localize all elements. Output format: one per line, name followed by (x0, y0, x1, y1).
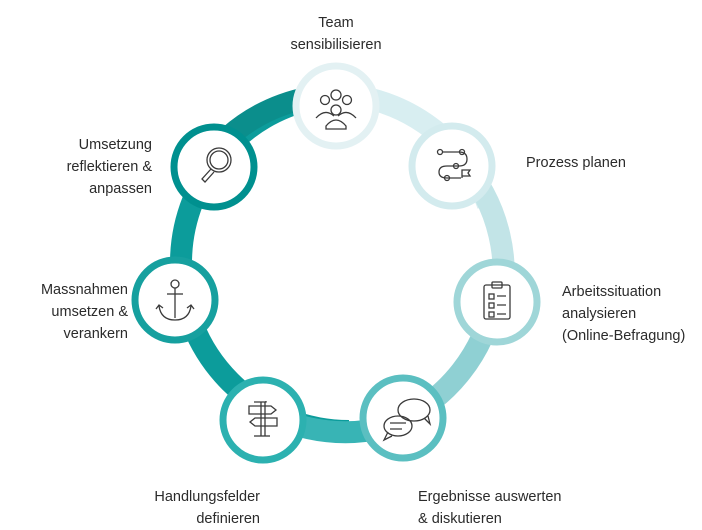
step-node-ergebnisse (359, 374, 447, 462)
magnifier-icon (201, 147, 232, 183)
signpost-icon (248, 401, 278, 437)
step-label-ergebnisse: Ergebnisse auswerten & diskutieren (418, 489, 562, 527)
step-label-handlungsfelder: Handlungsfelder definieren (154, 489, 260, 527)
step-label-arbeitssituation: Arbeitssituation analysieren (Online-Bef… (562, 284, 686, 344)
team-icon (315, 89, 357, 130)
step-node-handlungsfelder (219, 376, 307, 464)
step-label-team: Team sensibilisieren (290, 15, 382, 53)
step-label-massnahmen: Massnahmen umsetzen & verankern (40, 282, 128, 342)
anchor-icon (155, 279, 195, 321)
speech-bubbles-icon (382, 398, 432, 442)
clipboard-checklist-icon (483, 281, 511, 320)
route-plan-icon (436, 148, 472, 182)
step-node-umsetzung (170, 123, 258, 211)
step-node-arbeitssituation (453, 258, 541, 346)
step-node-massnahmen (131, 256, 219, 344)
step-node-prozess (408, 122, 496, 210)
step-node-team (292, 62, 380, 150)
step-label-prozess: Prozess planen (526, 155, 626, 171)
step-label-umsetzung: Umsetzung reflektieren & anpassen (66, 137, 152, 197)
